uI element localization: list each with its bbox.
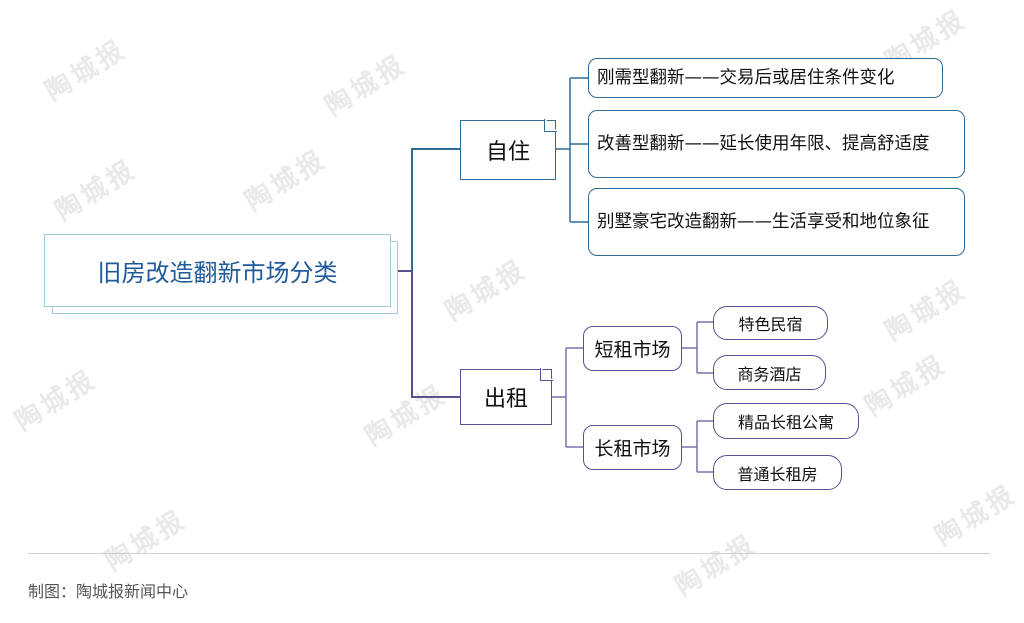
node-self-use: 自住: [460, 119, 557, 180]
node-long-rent: 长租市场: [583, 425, 682, 470]
node-label: 长租市场: [594, 438, 671, 460]
folded-corner-icon: [540, 368, 553, 381]
root-node: 旧房改造翻新市场分类: [44, 234, 391, 307]
node-label: 短租市场: [594, 339, 671, 361]
leaf-ordinary-rental: 普通长租房: [713, 455, 842, 490]
leaf-label: 特色民宿: [738, 315, 803, 334]
node-label: 自住: [485, 140, 530, 165]
node-short-rent: 短租市场: [583, 326, 682, 371]
leaf-boutique-apartment: 精品长租公寓: [713, 403, 859, 439]
folded-corner-icon: [544, 119, 557, 132]
leaf-label: 刚需型翻新——交易后或居住条件变化: [597, 68, 895, 88]
node-label: 出租: [483, 387, 528, 412]
leaf-label: 别墅豪宅改造翻新——生活享受和地位象征: [597, 212, 930, 232]
leaf-label: 商务酒店: [737, 364, 802, 384]
leaf-label: 普通长租房: [737, 464, 818, 484]
leaf-villa: 别墅豪宅改造翻新——生活享受和地位象征: [588, 188, 965, 256]
leaf-label: 精品长租公寓: [737, 413, 834, 432]
leaf-rigid-demand: 刚需型翻新——交易后或居住条件变化: [588, 58, 943, 98]
divider: [28, 553, 990, 554]
leaf-improvement: 改善型翻新——延长使用年限、提高舒适度: [588, 110, 965, 178]
leaf-label: 改善型翻新——延长使用年限、提高舒适度: [597, 134, 930, 154]
leaf-business-hotel: 商务酒店: [713, 355, 826, 390]
leaf-homestay: 特色民宿: [713, 306, 828, 340]
footer-credit: 制图：陶城报新闻中心: [28, 582, 189, 601]
node-rental: 出租: [460, 368, 553, 425]
root-label: 旧房改造翻新市场分类: [97, 259, 338, 287]
